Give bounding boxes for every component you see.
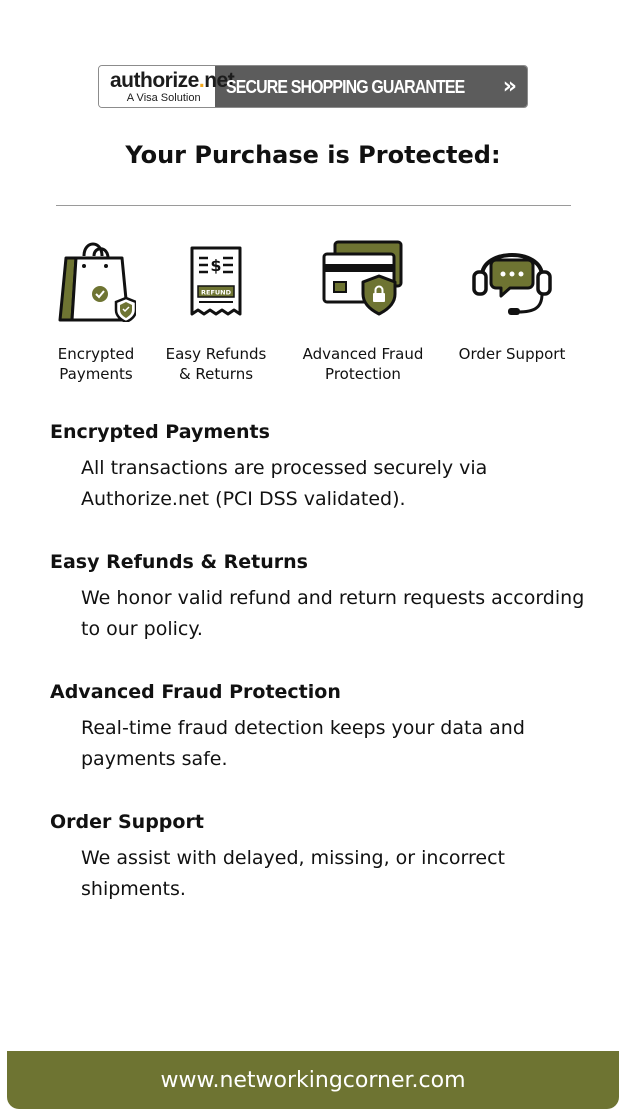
guarantee-banner: SECURE SHOPPING GUARANTEE » [214,66,527,107]
svg-text:REFUND: REFUND [201,289,232,297]
section-order-support: Order Support We assist with delayed, mi… [50,811,590,905]
section-title: Easy Refunds & Returns [50,551,308,573]
feature-label: Easy Refunds & Returns [165,345,267,383]
section-body: We honor valid refund and return request… [81,587,585,640]
footer-website-link[interactable]: www.networkingcorner.com [160,1067,466,1093]
brand-subtitle: A Visa Solution [126,92,201,104]
page-title: Your Purchase is Protected: [125,141,501,169]
authorize-net-badge[interactable]: authorize.net A Visa Solution SECURE SHO… [98,65,528,108]
section-title: Encrypted Payments [50,421,270,443]
authorize-net-logo: authorize.net A Visa Solution [99,66,235,107]
brand-name: authorize.net [110,69,235,92]
footer-bar: www.networkingcorner.com [7,1051,619,1109]
feature-order-support: Order Support [448,236,576,364]
credit-card-shield-icon [322,240,403,316]
feature-encrypted-payments: Encrypted Payments [46,236,146,384]
headset-support-icon [472,253,552,315]
section-fraud-protection: Advanced Fraud Protection Real-time frau… [50,681,590,775]
feature-label: Advanced Fraud Protection [302,345,424,383]
svg-text:$: $ [210,256,221,275]
section-title: Advanced Fraud Protection [50,681,341,703]
section-encrypted-payments: Encrypted Payments All transactions are … [50,421,590,515]
refund-receipt-icon: $ REFUND [190,246,242,316]
section-body: We assist with delayed, missing, or inco… [81,847,505,900]
section-body: All transactions are processed securely … [81,457,488,510]
feature-fraud-protection: Advanced Fraud Protection [292,236,434,384]
guarantee-text: SECURE SHOPPING GUARANTEE [225,75,465,97]
feature-easy-refunds: $ REFUND Easy Refunds & Returns [156,236,276,384]
feature-label: Encrypted Payments [57,345,135,383]
section-body: Real-time fraud detection keeps your dat… [81,717,525,770]
section-easy-refunds: Easy Refunds & Returns We honor valid re… [50,551,590,645]
shopping-bag-shield-icon [58,242,136,322]
divider [56,205,571,206]
feature-label: Order Support [458,345,566,363]
section-title: Order Support [50,811,204,833]
chevron-right-icon: » [502,73,517,99]
